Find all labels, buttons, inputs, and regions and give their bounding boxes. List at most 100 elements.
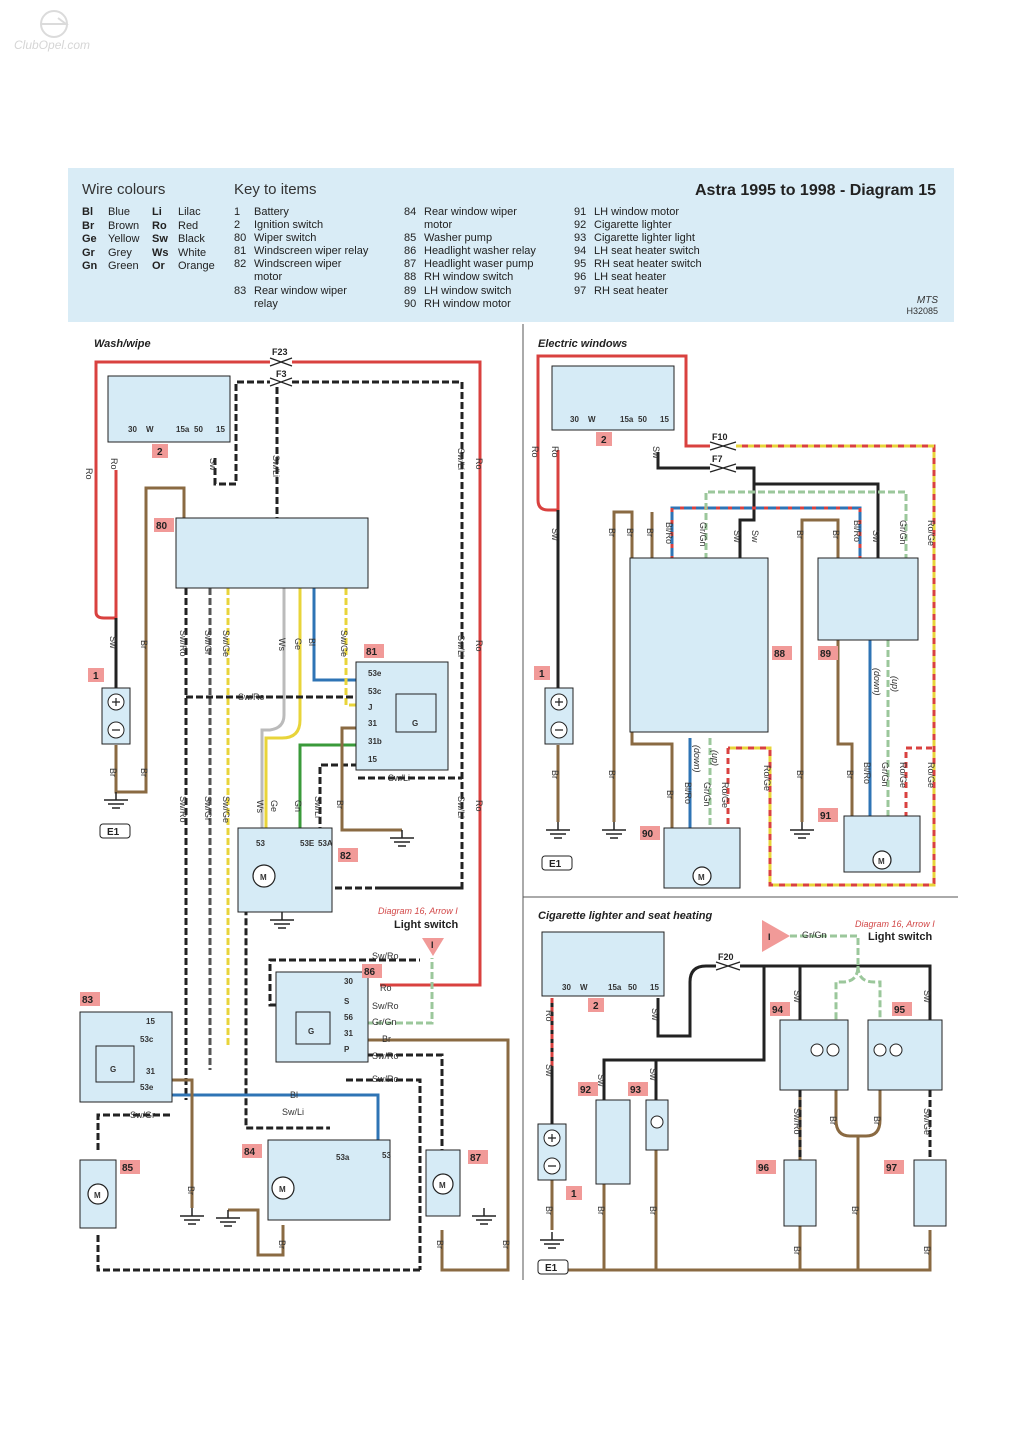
wire-gn [298, 743, 358, 830]
pin-50: 50 [628, 983, 637, 992]
badge-92-text: 92 [580, 1085, 592, 1096]
key-num: 80 [234, 232, 247, 245]
pin-m: M [94, 1191, 101, 1200]
key-label: Washer pump [424, 232, 493, 245]
wc-name: Green [108, 260, 139, 273]
key-num: 82 [234, 258, 247, 271]
wire-label: Gr/Gn [802, 930, 827, 940]
badge-80-text: 80 [156, 521, 168, 532]
motor-icon [87, 1183, 109, 1205]
key-label: Rear window wiper [254, 284, 347, 297]
wire-label: Gr/Gn [880, 762, 890, 787]
ground-icon [389, 829, 415, 847]
wire-label: Br [795, 530, 805, 539]
arrow-i-label: I [431, 940, 434, 950]
wire-label: Br [435, 1240, 445, 1249]
pin-53e: 53e [140, 1083, 154, 1092]
wire-label: Br [872, 1116, 882, 1125]
lamp-icon [873, 1043, 887, 1057]
wire-label: Sw [792, 990, 802, 1003]
pin-31: 31 [368, 719, 377, 728]
badge-84 [242, 1144, 262, 1158]
pin-15: 15 [216, 425, 225, 434]
wire-label: Br [850, 1206, 860, 1215]
badge-92 [578, 1082, 598, 1096]
wire-label: Br [544, 1206, 554, 1215]
diagram-ref: H32085 [906, 306, 938, 316]
pin-30: 30 [344, 977, 353, 986]
pin-53a: 53a [336, 1153, 350, 1162]
badge-1 [566, 1186, 582, 1200]
key-label: Windscreen wiper [254, 258, 342, 271]
key-num: 2 [234, 219, 241, 232]
wire-label: Sw/Li [388, 773, 410, 783]
wire-label: Ro/Ge [720, 782, 730, 808]
wire-ro-ge [904, 746, 934, 818]
wire-gr-gn [346, 958, 434, 1025]
badge-83 [80, 992, 100, 1006]
wire-label: Ro/Ge [926, 520, 936, 546]
pin-w: W [588, 415, 596, 424]
wire-sw-ro [346, 1078, 422, 1270]
wire-label: Sw [550, 528, 560, 541]
key-num: 89 [404, 284, 417, 297]
wire-ro-ge [536, 354, 936, 887]
badge-96-text: 96 [758, 1163, 770, 1174]
key-label: RH seat heater switch [594, 258, 702, 271]
pin-53: 53 [256, 839, 265, 848]
wire-label: Sw/Ro [372, 1001, 399, 1011]
wire-label: Br [501, 1240, 511, 1249]
fuse-icon [709, 441, 737, 473]
wire-label: Sw/Ge [922, 1108, 932, 1135]
xref-diagram16: Diagram 16, Arrow I [378, 906, 458, 916]
ground-label: E1 [549, 859, 562, 870]
wire-label: Br [831, 530, 841, 539]
battery-sign [112, 698, 120, 731]
pin-30: 30 [562, 983, 571, 992]
wc-name: Red [178, 219, 199, 232]
key-label: Rear window wiper [424, 206, 517, 218]
fuse-icon [269, 357, 293, 387]
wire-label: Sw [750, 530, 760, 543]
wire-label: Br [596, 1206, 606, 1215]
arrow-i-icon [762, 920, 790, 952]
wc-name: Orange [178, 260, 215, 273]
wire-label: Br [645, 528, 655, 537]
pin-w: W [146, 425, 154, 434]
pin-15: 15 [368, 755, 377, 764]
badge-2-text: 2 [601, 435, 607, 446]
wire-ro [94, 470, 116, 620]
badge-87 [468, 1150, 488, 1164]
key-num: 95 [574, 258, 587, 271]
wire-br [228, 1208, 285, 1257]
key-heading: Key to items [234, 181, 317, 198]
wire-sw-ro [96, 1235, 420, 1272]
xref-light-switch: Light switch [394, 919, 458, 931]
wire-label: Br [550, 770, 560, 779]
badge-91-text: 91 [820, 811, 832, 822]
ground-tag [541, 855, 573, 871]
key-label: LH window switch [424, 284, 512, 297]
wire-label: Gr/Gn [698, 522, 708, 547]
pin-p: P [344, 1045, 350, 1054]
section-title-wash-wipe: Wash/wipe [94, 338, 151, 350]
key-label: Headlight washer relay [424, 245, 536, 258]
pin-31: 31 [344, 1029, 353, 1038]
motor-icon [432, 1173, 454, 1195]
ground-icon [103, 791, 129, 809]
wire-sw-ro [268, 958, 420, 1007]
badge-86-text: 86 [364, 967, 376, 978]
wire-label: Br [139, 768, 149, 777]
ignition-switch-left [107, 375, 231, 443]
wire-label: Sw/Ro [372, 951, 399, 961]
ground-icon [179, 1207, 205, 1225]
lamp-icon [810, 1043, 824, 1057]
wc-code: Sw [152, 233, 168, 246]
rear-wiper-relay-83 [79, 1011, 173, 1103]
pin-m: M [279, 1185, 286, 1194]
wire-br [612, 510, 654, 822]
wire-bl-ro-stripe [670, 506, 862, 560]
wire-sw-ge [344, 588, 358, 707]
wire-br [340, 726, 402, 832]
